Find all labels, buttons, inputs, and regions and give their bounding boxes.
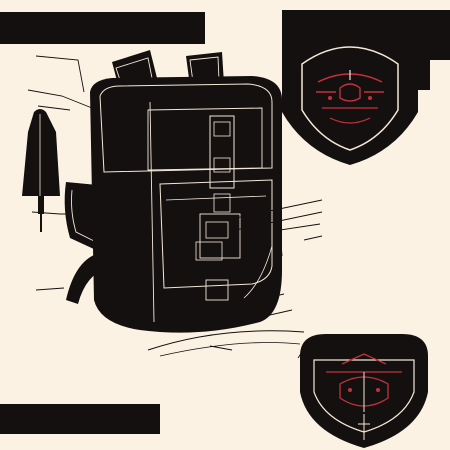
footer-bar (0, 404, 160, 434)
backpack-illustration (64, 50, 305, 357)
header-bar (0, 12, 205, 44)
hanging-strap-icon (22, 109, 60, 232)
shield-emblem-icon (282, 46, 418, 165)
shield-emblem-icon (300, 334, 428, 448)
